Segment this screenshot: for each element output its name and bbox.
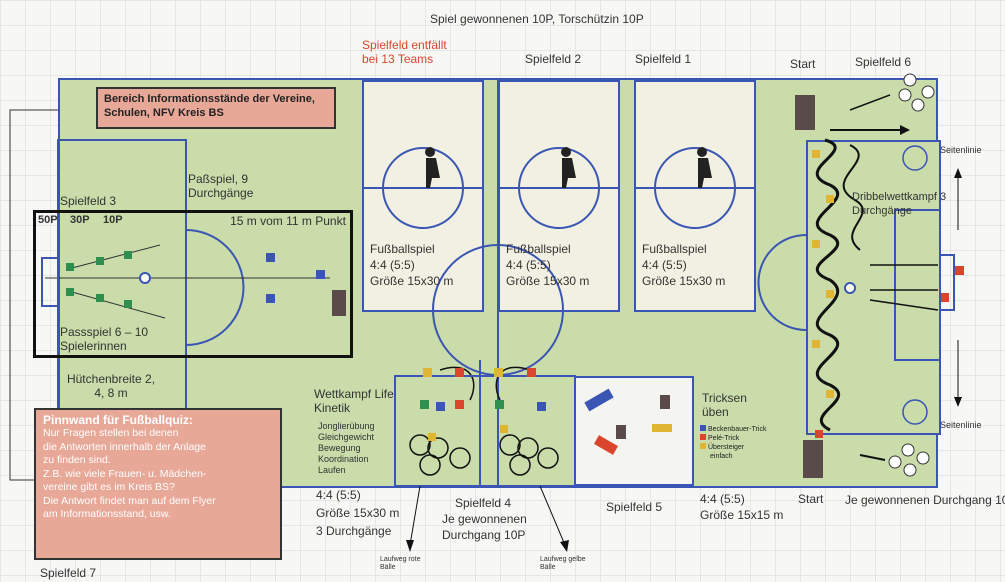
pinnwand-line: die Antworten innerhalb der Anlage (43, 440, 206, 453)
small-item: Laufen (318, 465, 346, 475)
spielfeld4-size2: Größe 15x30 m (316, 506, 400, 520)
spielfeld6-label: Spielfeld 6 (855, 55, 912, 69)
huetchen-label: Hütchenbreite 2, 4, 8 m (66, 372, 156, 400)
pitch-b-line3: Größe 15x30 m (506, 274, 590, 288)
result6-line1: Je gewonnenen Durchgang 10P (845, 493, 1005, 507)
pitch-b-line1: Fußballspiel (506, 242, 571, 256)
legend-item: Übersteiger (700, 443, 766, 452)
laufweg-left: Laufweg rote Bälle (380, 556, 421, 571)
spielfeld3-frame (33, 210, 353, 358)
pinnwand-title: Pinnwand für Fußballquiz: (43, 413, 193, 427)
spielfeld5-legend: Beckenbauer-Trick Pelé-Trick Übersteiger… (700, 425, 766, 461)
start-bottom-label: Start (798, 492, 824, 506)
spielfeld5-name: Spielfeld 5 (606, 500, 663, 514)
spielfeld-entfaellt-label: Spielfeld entfällt bei 13 Teams (362, 38, 447, 66)
legend-item: Beckenbauer-Trick (700, 425, 766, 434)
laufweg-right: Laufweg gelbe Bälle (540, 556, 586, 571)
start-top-label: Start (790, 57, 816, 71)
spielfeld4-name: Spielfeld 4 (455, 496, 512, 510)
points-10: 10P (103, 214, 123, 226)
spielfeld4-result2: Durchgang 10P (442, 528, 526, 542)
distance-label: 15 m vom 11 m Punkt (230, 214, 346, 228)
pitch-a-line2: 4:4 (5:5) (370, 258, 415, 272)
spielfeld4-title: Wettkampf Life Kinetik (314, 387, 394, 415)
spielfeld4-small-list: Jonglierübung Gleichgewicht Bewegung Koo… (318, 421, 398, 476)
legend-item: Pelé-Trick (700, 434, 766, 443)
small-item: Gleichgewicht (318, 432, 375, 442)
legend-item: einfach (710, 453, 733, 460)
pitch-a-line1: Fußballspiel (370, 242, 435, 256)
pinnwand-line: Nur Fragen stellen bei denen (43, 427, 179, 439)
spielfeld5-size2: Größe 15x15 m (700, 508, 784, 522)
spielfeld7-label: Spielfeld 7 (40, 566, 97, 580)
pinnwand-line: vereine gibt es im Kreis BS? (43, 481, 175, 493)
small-item: Jonglierübung (318, 421, 375, 431)
side-label-top: Seitenlinie (940, 145, 982, 155)
spielfeld1-label: Spielfeld 1 (635, 52, 692, 66)
pitch-entfaellt (362, 80, 484, 312)
pinnwand-line: Z.B. wie viele Frauen- u. Mädchen- (43, 467, 207, 480)
info-stands-box: Bereich Informationsstände der Vereine, … (96, 87, 336, 129)
passspiel-bottom: Passspiel 6 – 10 Spielerinnen (60, 325, 149, 353)
pitch-b-line2: 4:4 (5:5) (506, 258, 551, 272)
small-item: Bewegung (318, 443, 361, 453)
pitch-1 (634, 80, 756, 312)
passspiel-top: Paßspiel, 9 Durchgänge (188, 172, 254, 200)
pinnwand-line: am Informationsstand, usw. (43, 508, 171, 520)
pitch-c-line3: Größe 15x30 m (642, 274, 726, 288)
pinnwand-line: zu finden sind. (43, 454, 111, 466)
pitch-c-line2: 4:4 (5:5) (642, 258, 687, 272)
dribbel-label: Dribbelwettkampf 3 Durchgänge (852, 191, 947, 217)
pitch-a-line3: Größe 15x30 m (370, 274, 454, 288)
small-item: Koordination (318, 454, 369, 464)
points-50: 50P (38, 214, 58, 226)
pitch-c-line1: Fußballspiel (642, 242, 707, 256)
spielfeld5-size1: 4:4 (5:5) (700, 492, 745, 506)
pinnwand-line: Die Antwort findet man auf dem Flyer (43, 494, 216, 507)
pinnwand-box: Pinnwand für Fußballquiz: Nur Fragen ste… (34, 408, 282, 560)
top-title: Spiel gewonnenen 10P, Torschützin 10P (430, 12, 644, 26)
spielfeld5-title: Tricksen üben (702, 391, 747, 419)
spielfeld4-size3: 3 Durchgänge (316, 524, 392, 538)
spielfeld3-title: Spielfeld 3 (60, 194, 117, 208)
side-label-bottom: Seitenlinie (940, 420, 982, 430)
spielfeld2-label: Spielfeld 2 (525, 52, 582, 66)
spielfeld4-result1: Je gewonnenen (442, 512, 527, 526)
spielfeld4-size1: 4:4 (5:5) (316, 488, 361, 502)
points-30: 30P (70, 214, 90, 226)
